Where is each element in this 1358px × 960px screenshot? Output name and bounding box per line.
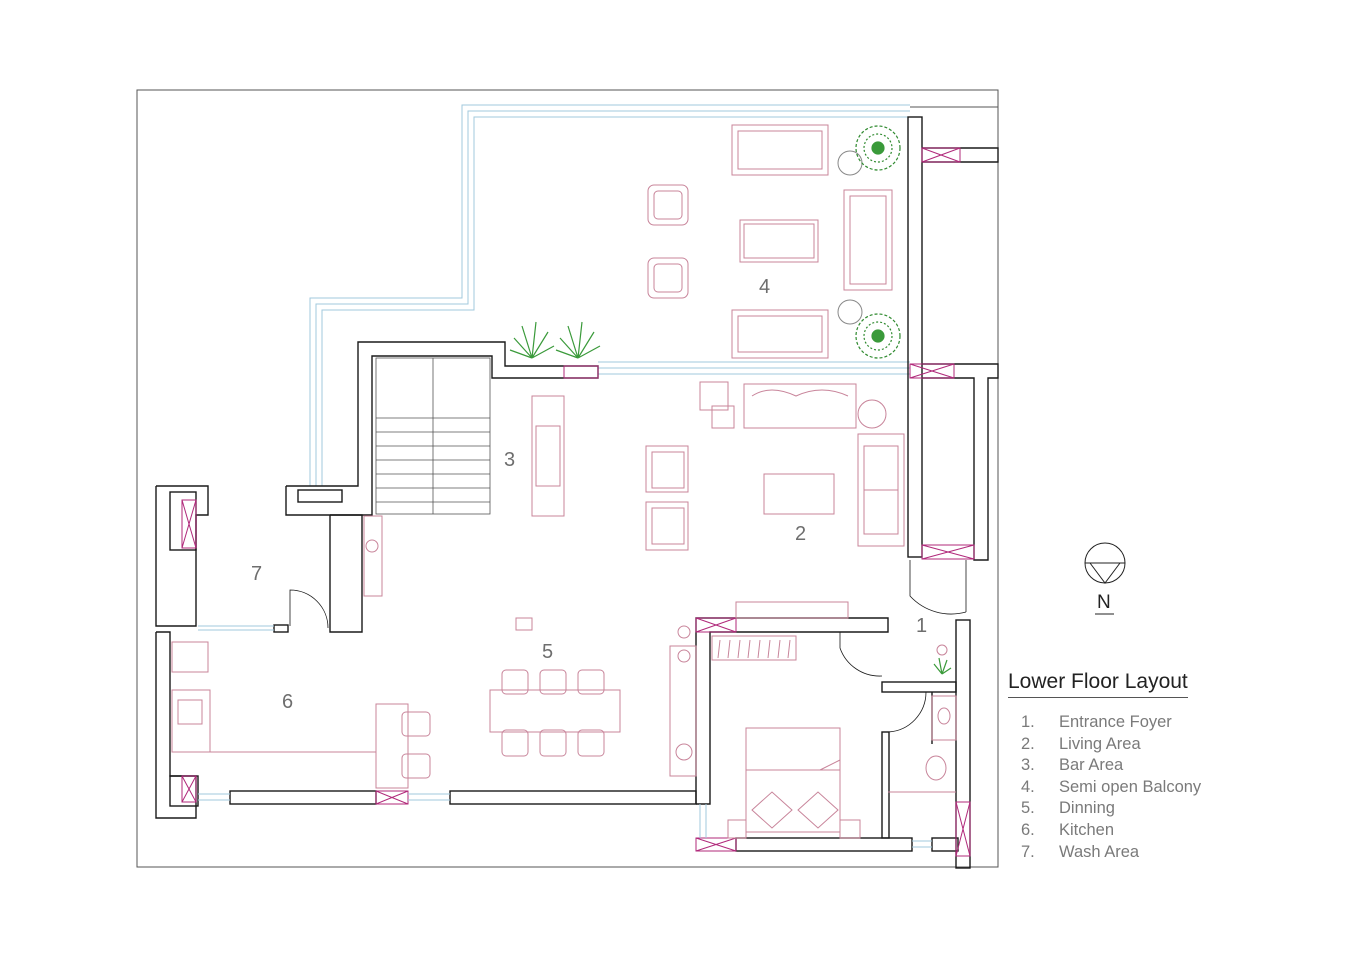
legend-item-number: 1. [1021,713,1035,731]
room-label-entrance-foyer: 1 [916,615,927,637]
glazing [198,625,932,848]
plant-icon [555,321,601,359]
legend-item-number: 6. [1021,820,1035,839]
legend-item-label: Dinning [1059,799,1115,818]
north-label: N [1097,592,1111,613]
plants [509,125,952,675]
legend-item-label: Bar Area [1059,756,1124,775]
room-label-wash-area: 7 [251,563,262,585]
room-labels: 1 2 3 4 5 6 7 [251,276,927,713]
legend-item-label: Wash Area [1059,842,1140,861]
walls [155,116,999,869]
plant-icon [855,125,901,171]
legend-item: 3. Bar Area [1021,755,1248,777]
legend-item-number: 5. [1021,799,1035,818]
legend-item-label: Entrance Foyer [1059,713,1172,731]
balcony-railing [309,104,910,486]
legend-item-number: 7. [1021,842,1035,861]
legend-item: 2. Living Area [1021,734,1248,756]
room-label-living-area: 2 [795,523,806,545]
room-label-semi-open-balcony: 4 [759,276,770,298]
legend-item: 6. Kitchen [1021,820,1248,842]
legend-item: 5. Dinning [1021,798,1248,820]
site-boundary [136,89,999,868]
legend-item-label: Kitchen [1059,820,1115,839]
legend-item-label: Semi open Balcony [1059,777,1202,796]
legend-item: 4. Semi open Balcony [1021,777,1248,799]
furniture [171,124,957,839]
legend-item-label: Living Area [1059,734,1141,753]
room-label-kitchen: 6 [282,691,293,713]
legend: Lower Floor Layout 1. Entrance Foyer 2. Li… [1008,670,1248,863]
legend-list: 1. Entrance Foyer 2. Living Area 3. Bar Are… [1008,712,1248,863]
legend-title: Lower Floor Layout [1008,670,1188,698]
north-arrow-icon [1084,542,1126,584]
room-label-dinning: 5 [542,641,553,663]
room-label-bar-area: 3 [504,449,515,471]
legend-item: 7. Wash Area [1021,842,1248,864]
staircase [375,357,491,515]
legend-item-number: 3. [1021,756,1035,775]
legend-item-number: 4. [1021,777,1035,796]
plant-icon [933,657,952,675]
plant-icon [855,313,901,359]
legend-item-number: 2. [1021,734,1035,753]
legend-item: 1. Entrance Foyer [1021,712,1248,734]
windows [181,147,975,857]
doors [289,560,967,733]
plant-icon [509,321,555,359]
